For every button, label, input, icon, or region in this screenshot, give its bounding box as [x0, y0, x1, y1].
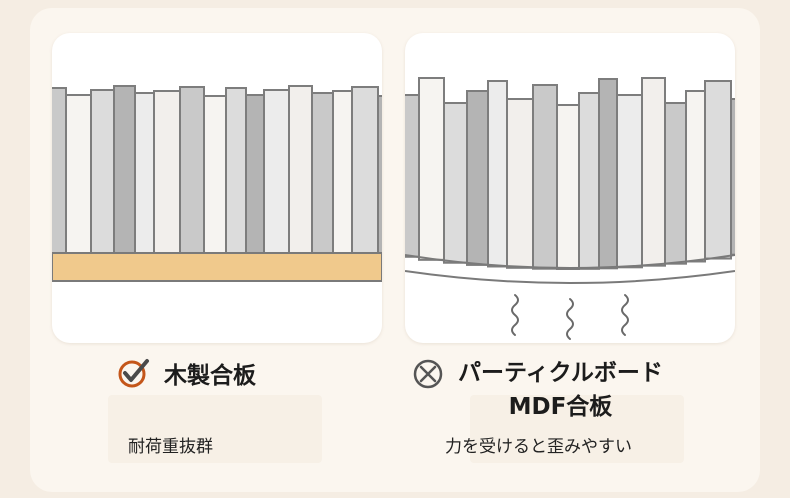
plywood-title: 木製合板 — [164, 363, 256, 389]
books-row — [52, 85, 382, 255]
book-spine — [245, 94, 265, 255]
check-circle-icon — [118, 359, 149, 388]
book-spine — [556, 104, 580, 270]
book-spine — [288, 85, 313, 255]
book-spine — [113, 85, 136, 255]
plywood-label: 木製合板 — [118, 356, 256, 390]
book-spine — [532, 84, 558, 270]
plywood-illustration — [52, 33, 382, 343]
plywood-shelf-drawing — [52, 85, 382, 282]
particleboard-subtitle: 力を受けると歪みやすい — [445, 437, 632, 457]
book-spine — [704, 80, 732, 260]
book-spine — [578, 92, 600, 270]
book-spine — [65, 94, 92, 255]
book-spine — [225, 87, 247, 255]
book-spine — [263, 89, 290, 255]
book-spine — [351, 86, 379, 255]
book-spine — [730, 98, 735, 256]
wobble-marks — [511, 294, 629, 340]
particleboard-title: パーティクルボード — [458, 360, 663, 386]
subtitle-backdrop-left — [108, 395, 322, 463]
wobble-mark — [511, 294, 519, 336]
book-spine — [616, 94, 643, 269]
sagging-board-top — [405, 254, 735, 269]
particleboard-label: パーティクルボード MDF合板 — [412, 356, 663, 424]
book-spine — [332, 90, 353, 255]
book-spine — [664, 102, 687, 265]
book-spine — [598, 78, 618, 270]
books-row — [405, 77, 735, 270]
book-spine — [90, 89, 115, 255]
book-spine — [179, 86, 205, 255]
book-spine — [487, 80, 508, 268]
plywood-subtitle: 耐荷重抜群 — [128, 437, 213, 457]
book-spine — [203, 95, 227, 255]
book-spine — [153, 90, 181, 255]
book-spine — [311, 92, 334, 255]
wobble-mark — [621, 294, 629, 336]
book-spine — [52, 87, 67, 255]
book-spine — [685, 90, 706, 263]
book-spine — [418, 77, 445, 261]
book-spine — [405, 94, 420, 258]
wood-shelf-board — [52, 252, 382, 282]
subtitle-backdrop-right — [470, 395, 684, 463]
book-spine — [377, 95, 382, 255]
book-spine — [443, 102, 468, 264]
wobble-mark — [566, 298, 574, 340]
particleboard-shelf-drawing — [405, 77, 735, 340]
book-spine — [134, 92, 155, 255]
book-spine — [506, 98, 534, 269]
mdf-title: MDF合板 — [508, 394, 613, 420]
book-spine — [466, 90, 489, 266]
particleboard-illustration — [405, 33, 735, 343]
book-spine — [641, 77, 666, 267]
sagging-board-bottom — [405, 270, 735, 284]
cross-circle-icon — [413, 359, 443, 389]
